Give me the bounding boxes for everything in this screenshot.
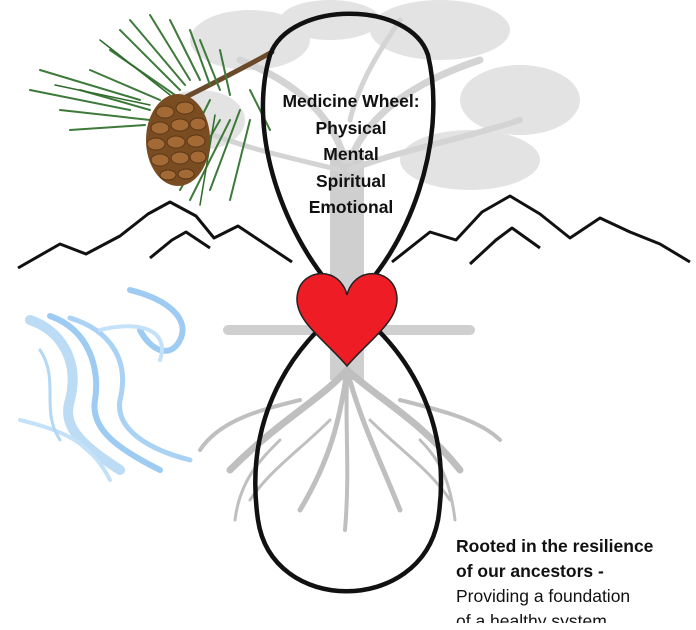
caption-line-3: Providing a foundation xyxy=(456,584,696,609)
medicine-wheel-text: Medicine Wheel: Physical Mental Spiritua… xyxy=(243,88,459,221)
caption: Rooted in the resilience of our ancestor… xyxy=(456,534,696,623)
medicine-wheel-item-spiritual: Spiritual xyxy=(243,168,459,195)
caption-line-1: Rooted in the resilience xyxy=(456,534,696,559)
river-icon xyxy=(20,290,190,480)
caption-line-4: of a healthy system xyxy=(456,609,696,623)
caption-line-2: of our ancestors - xyxy=(456,559,696,584)
medicine-wheel-item-emotional: Emotional xyxy=(243,194,459,221)
medicine-wheel-title: Medicine Wheel: xyxy=(243,88,459,115)
medicine-wheel-item-physical: Physical xyxy=(243,115,459,142)
pine-cone-icon xyxy=(146,94,210,186)
medicine-wheel-item-mental: Mental xyxy=(243,141,459,168)
